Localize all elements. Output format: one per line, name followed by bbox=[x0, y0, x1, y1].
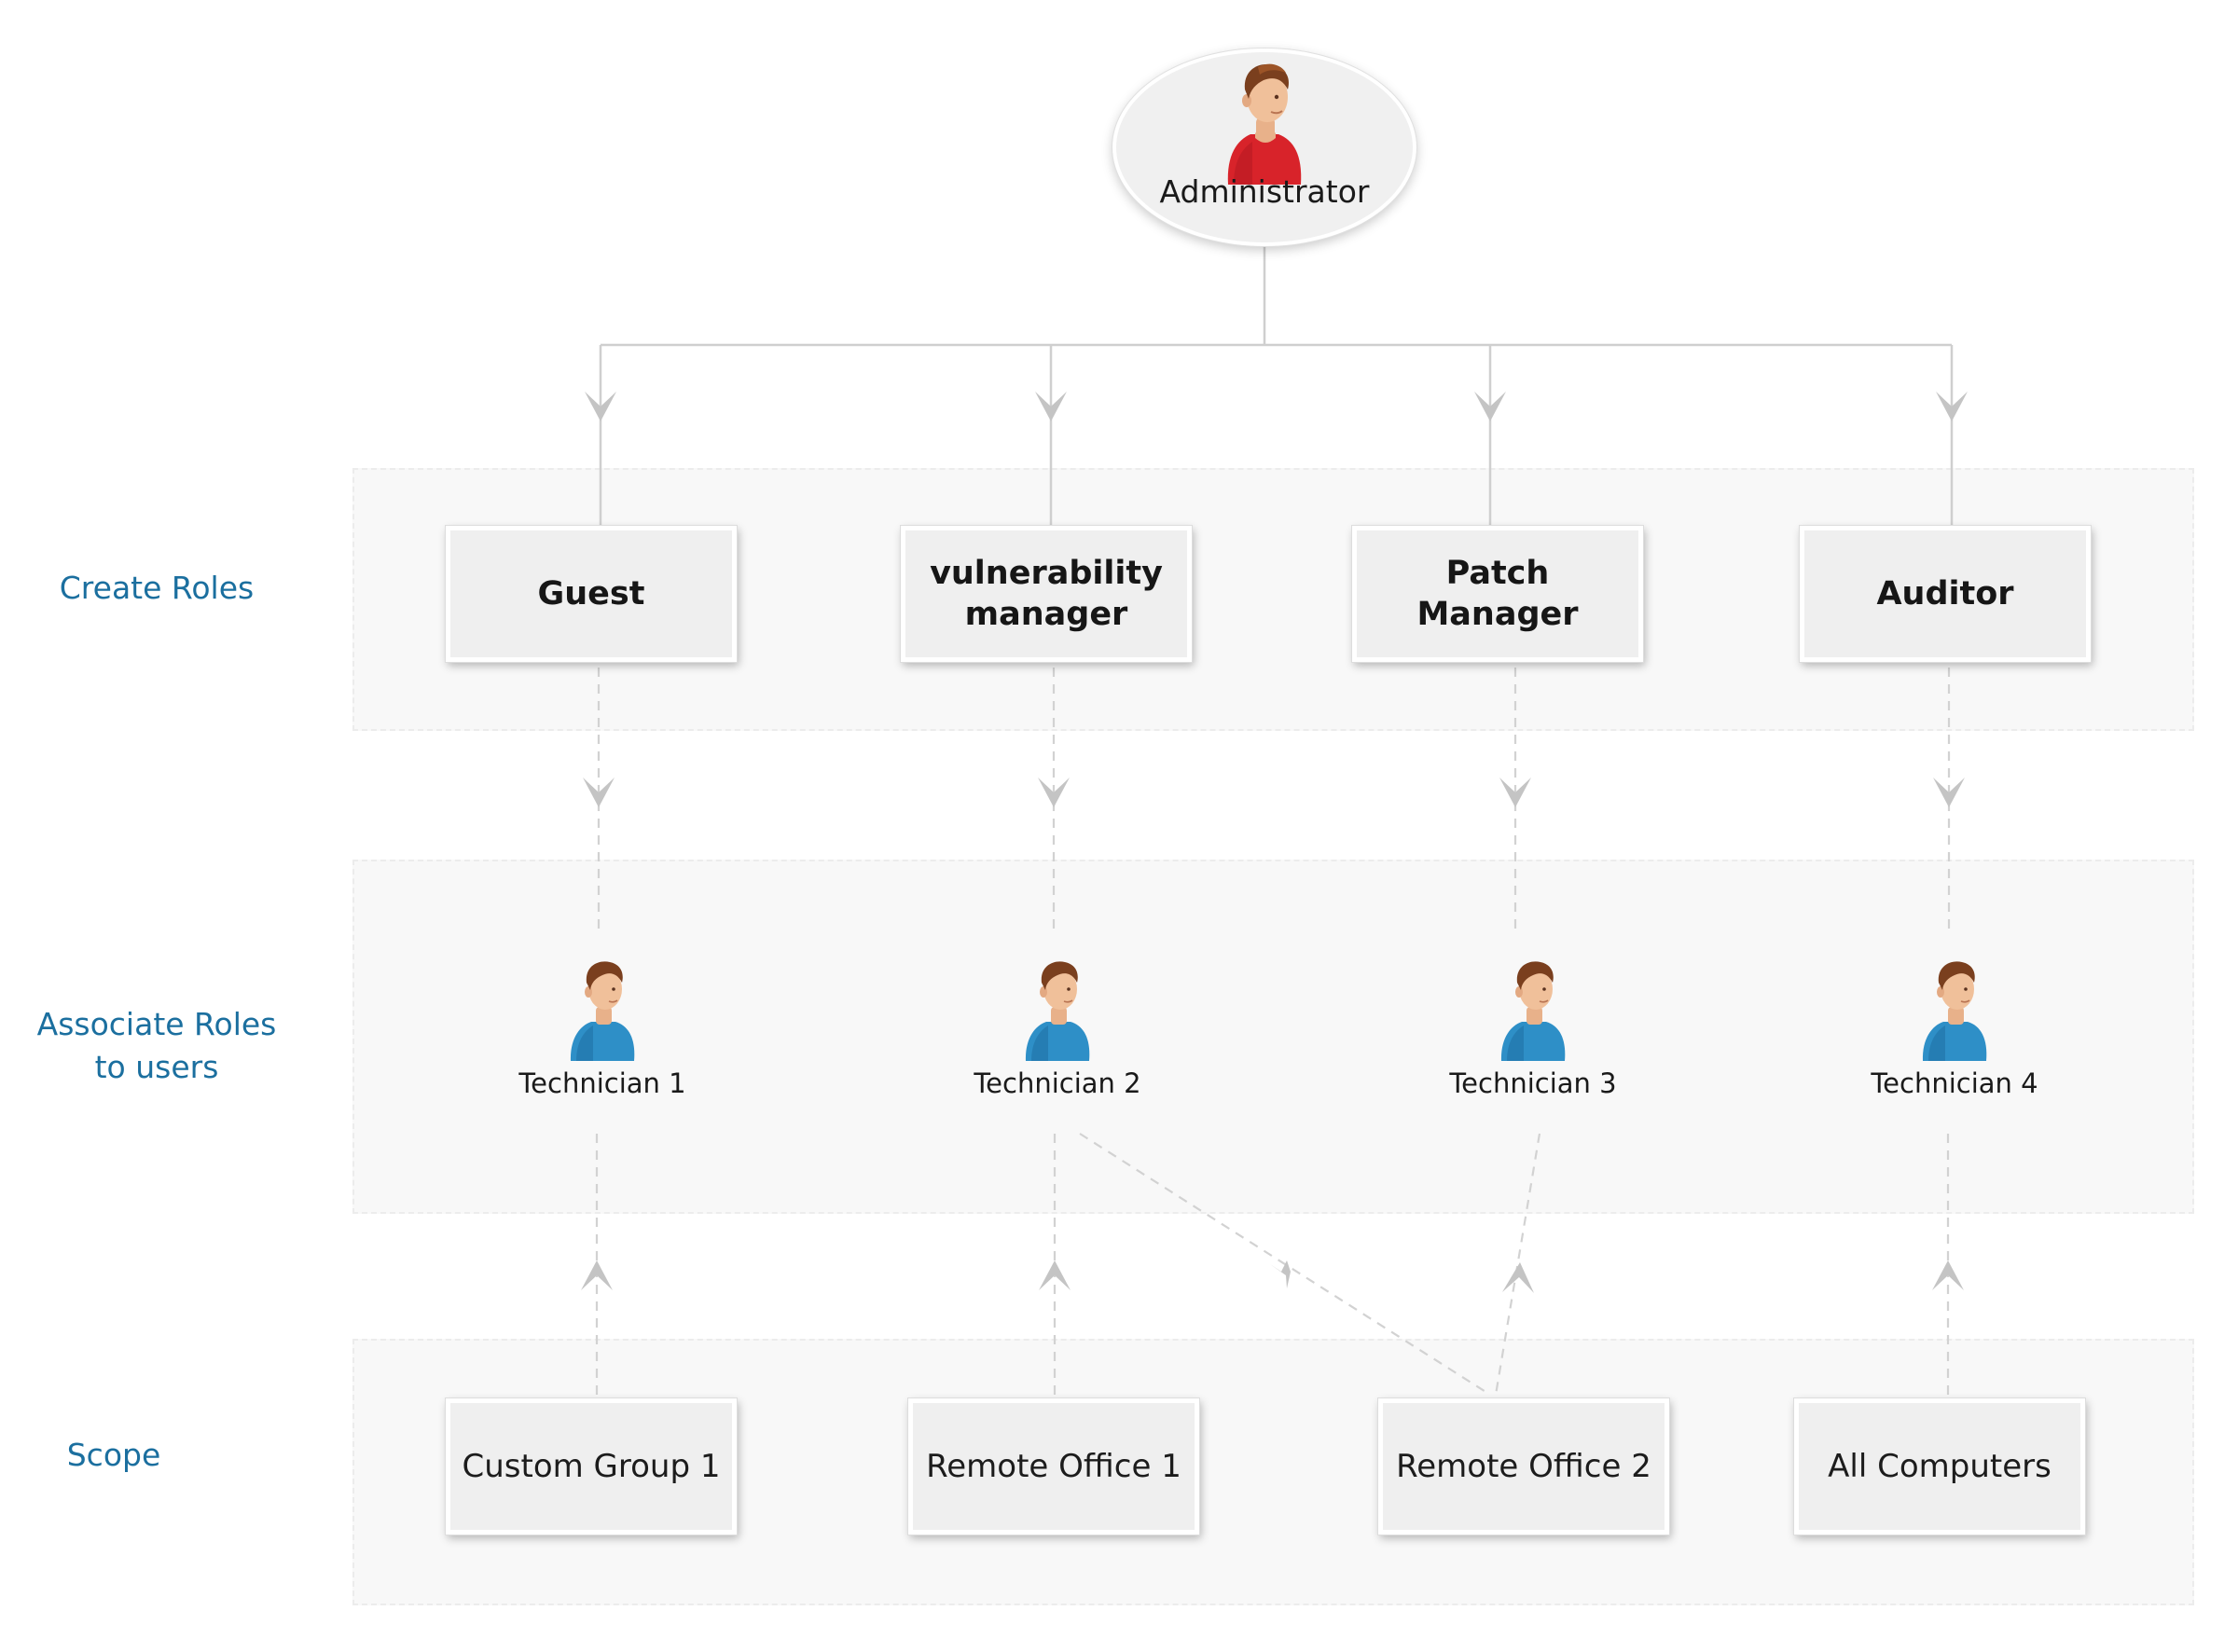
scope-node-all-computers: All Computers bbox=[1794, 1398, 2085, 1535]
technician-node-1: Technician 1 bbox=[481, 957, 724, 1106]
arrowhead-auditor-technician-4 bbox=[1933, 778, 1965, 807]
arrowhead-admin-vulnerability-manager bbox=[1035, 392, 1067, 421]
technician-label: Technician 3 bbox=[1449, 1067, 1617, 1099]
role-name: vulnerability manager bbox=[930, 553, 1163, 635]
role-name-line: manager bbox=[964, 596, 1128, 633]
role-name: Patch Manager bbox=[1416, 553, 1578, 635]
arrowhead-all-computers-technician-4 bbox=[1932, 1260, 1964, 1290]
arrowhead-patch-manager-technician-3 bbox=[1499, 778, 1531, 807]
role-name-line: vulnerability bbox=[930, 555, 1163, 592]
arrowhead-remote-office-1-technician-2 bbox=[1039, 1260, 1071, 1290]
scope-node-remote-office-1: Remote Office 1 bbox=[908, 1398, 1199, 1535]
scope-node-remote-office-2: Remote Office 2 bbox=[1378, 1398, 1669, 1535]
role-name-line: Manager bbox=[1416, 596, 1579, 633]
row-label-scope: Scope bbox=[66, 1437, 161, 1473]
role-name: Guest bbox=[538, 573, 645, 614]
technician-label: Technician 4 bbox=[1871, 1067, 2038, 1099]
administrator-user-icon bbox=[1227, 63, 1302, 185]
technician-node-4: Technician 4 bbox=[1833, 957, 2076, 1106]
technician-label: Technician 1 bbox=[518, 1067, 686, 1099]
arrowhead-remote-office-2-technician-3 bbox=[1502, 1262, 1534, 1293]
technician-user-icon bbox=[1500, 961, 1566, 1061]
role-name-line: Patch bbox=[1445, 555, 1550, 592]
technician-node-3: Technician 3 bbox=[1412, 957, 1654, 1106]
row-label-associate-roles-line-2: to users bbox=[94, 1049, 219, 1085]
role-node-vulnerability-manager: vulnerability manager bbox=[901, 526, 1192, 662]
role-node-guest: Guest bbox=[446, 526, 737, 662]
administrator-label: Administrator bbox=[1159, 173, 1370, 210]
arrowhead-custom-group-1-technician-1 bbox=[581, 1260, 613, 1290]
technician-node-2: Technician 2 bbox=[936, 957, 1179, 1106]
technician-user-icon bbox=[570, 961, 635, 1061]
arrowhead-admin-guest bbox=[585, 392, 616, 421]
arrowhead-admin-auditor bbox=[1936, 392, 1968, 421]
row-label-associate-roles: Associate Roles to users bbox=[17, 1003, 297, 1089]
technician-label: Technician 2 bbox=[974, 1067, 1141, 1099]
row-label-create-roles: Create Roles bbox=[59, 570, 255, 606]
scope-node-custom-group-1: Custom Group 1 bbox=[446, 1398, 737, 1535]
arrowhead-vulnerability-manager-technician-2 bbox=[1038, 778, 1070, 807]
arrowhead-remote-office-2-technician-2 bbox=[1270, 1260, 1291, 1288]
role-name: Auditor bbox=[1876, 573, 2013, 614]
technician-user-icon bbox=[1922, 961, 1987, 1061]
role-node-patch-manager: Patch Manager bbox=[1352, 526, 1643, 662]
row-label-associate-roles-line-1: Associate Roles bbox=[36, 1006, 277, 1042]
role-name-line: Guest bbox=[537, 575, 645, 613]
role-node-auditor: Auditor bbox=[1800, 526, 2091, 662]
technician-user-icon bbox=[1025, 961, 1090, 1061]
role-name-line: Auditor bbox=[1876, 575, 2014, 613]
arrowhead-admin-patch-manager bbox=[1474, 392, 1506, 421]
arrowhead-guest-technician-1 bbox=[583, 778, 615, 807]
administrator-node: Administrator bbox=[1112, 48, 1416, 246]
